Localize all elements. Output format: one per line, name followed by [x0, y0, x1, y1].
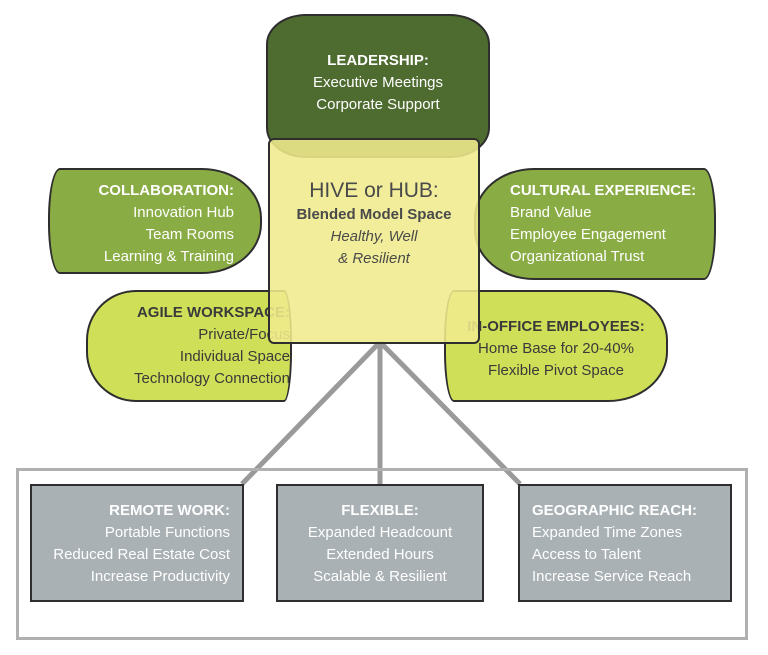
- in-office-employees-box: IN-OFFICE EMPLOYEES: Home Base for 20-40…: [444, 290, 668, 402]
- cultural-item: Employee Engagement: [510, 226, 666, 243]
- hub-subtitle: Blended Model Space: [296, 206, 452, 223]
- agile-item: Private/Focus: [198, 326, 290, 343]
- flexible-item: Scalable & Resilient: [313, 568, 447, 585]
- inoffice-title: IN-OFFICE EMPLOYEES:: [467, 318, 645, 335]
- cultural-experience-box: CULTURAL EXPERIENCE: Brand Value Employe…: [474, 168, 716, 280]
- cultural-item: Organizational Trust: [510, 248, 645, 265]
- leadership-title: LEADERSHIP:: [327, 52, 429, 69]
- hive-hub-box: HIVE or HUB: Blended Model Space Healthy…: [268, 138, 480, 344]
- collaboration-title: COLLABORATION:: [98, 182, 234, 199]
- flexible-box: FLEXIBLE: Expanded Headcount Extended Ho…: [276, 484, 484, 602]
- geographic-reach-box: GEOGRAPHIC REACH: Expanded Time Zones Ac…: [518, 484, 732, 602]
- remote-item: Portable Functions: [104, 524, 230, 541]
- remote-title: REMOTE WORK:: [109, 502, 230, 519]
- agile-title: AGILE WORKSPACE:: [136, 304, 290, 321]
- flexible-item: Expanded Headcount: [307, 524, 453, 541]
- connector-remote: [240, 340, 382, 486]
- connector-geographic: [378, 340, 522, 486]
- hub-quality: & Resilient: [338, 250, 410, 267]
- geographic-item: Expanded Time Zones: [532, 524, 683, 541]
- collaboration-item: Innovation Hub: [133, 204, 234, 221]
- leadership-box: LEADERSHIP: Executive Meetings Corporate…: [266, 14, 490, 158]
- agile-workspace-box: AGILE WORKSPACE: Private/Focus Individua…: [86, 290, 292, 402]
- inoffice-item: Flexible Pivot Space: [488, 362, 624, 379]
- leadership-item: Executive Meetings: [312, 74, 444, 91]
- agile-item: Technology Connection: [134, 370, 290, 387]
- flexible-item: Extended Hours: [326, 546, 434, 563]
- collaboration-item: Team Rooms: [145, 226, 234, 243]
- cultural-item: Brand Value: [510, 204, 592, 221]
- remote-item: Increase Productivity: [90, 568, 230, 585]
- remote-item: Reduced Real Estate Cost: [53, 546, 230, 563]
- flexible-title: FLEXIBLE:: [341, 502, 419, 519]
- collaboration-box: COLLABORATION: Innovation Hub Team Rooms…: [48, 168, 262, 274]
- agile-item: Individual Space: [179, 348, 290, 365]
- remote-work-box: REMOTE WORK: Portable Functions Reduced …: [30, 484, 244, 602]
- leadership-item: Corporate Support: [316, 96, 440, 113]
- distributed-work-frame: [16, 468, 748, 640]
- hub-title: HIVE or HUB:: [309, 179, 439, 202]
- hub-quality: Healthy, Well: [330, 228, 418, 245]
- inoffice-item: Home Base for 20-40%: [478, 340, 634, 357]
- geographic-item: Increase Service Reach: [532, 568, 692, 585]
- collaboration-item: Learning & Training: [103, 248, 234, 265]
- geographic-item: Access to Talent: [532, 546, 641, 563]
- geographic-title: GEOGRAPHIC REACH:: [532, 502, 698, 519]
- cultural-title: CULTURAL EXPERIENCE:: [510, 182, 697, 199]
